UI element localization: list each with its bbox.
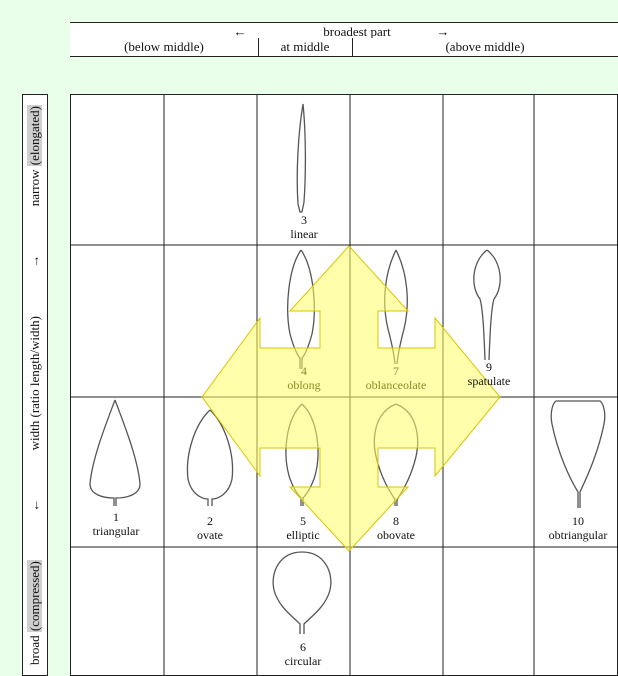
header-above-middle: (above middle): [352, 38, 618, 56]
header-columns: (below middle) at middle (above middle): [70, 38, 618, 57]
leaf-circular-icon: [273, 552, 331, 634]
arrow-up-icon: →: [27, 255, 43, 268]
header-title: broadest part: [282, 23, 432, 39]
header-at-middle: at middle: [258, 38, 352, 56]
side-broad: broad (compressed): [27, 560, 43, 665]
arrow-left-icon: ←: [225, 23, 255, 39]
header-below-middle: (below middle): [70, 38, 258, 56]
leaf-spatulate-icon: [474, 250, 500, 360]
arrow-down-icon: ←: [27, 499, 43, 512]
leaf-obtriangular-icon: [551, 401, 605, 508]
leaf-triangular-icon: [90, 400, 140, 506]
side-width-label: broad (compressed) ← width (ratio length…: [22, 94, 48, 676]
side-axis-label: width (ratio length/width): [27, 316, 43, 450]
four-way-arrow-icon: [202, 246, 500, 551]
side-narrow: narrow (elongated): [27, 105, 43, 206]
arrow-right-icon: →: [428, 23, 458, 39]
leaf-linear-icon: [297, 104, 305, 212]
